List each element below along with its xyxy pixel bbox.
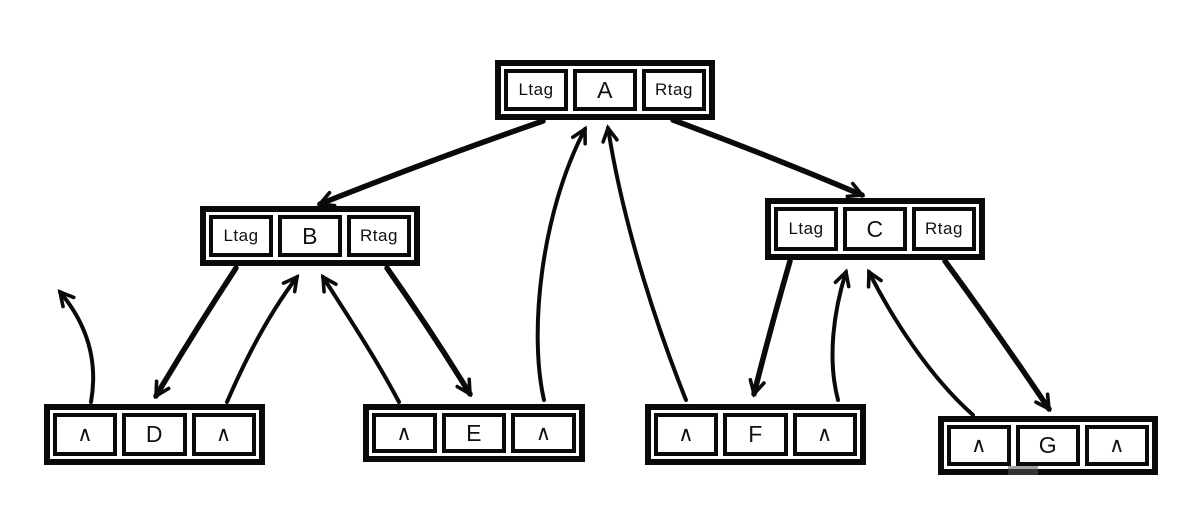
node-d-value-cell: D bbox=[122, 413, 187, 456]
tree-edge-c-f bbox=[748, 258, 793, 398]
node-a: Ltag A Rtag bbox=[495, 60, 715, 120]
node-g-left-cell: ∧ bbox=[947, 425, 1011, 466]
node-f-value-cell: F bbox=[723, 413, 788, 456]
thread-g-left-to-c bbox=[866, 268, 975, 417]
node-c-rtag-cell: Rtag bbox=[912, 207, 976, 251]
node-c-value-cell: C bbox=[843, 207, 907, 251]
node-b-value-cell: B bbox=[278, 215, 342, 257]
thread-d-left-null bbox=[57, 289, 96, 404]
node-c-ltag-cell: Ltag bbox=[774, 207, 838, 251]
thread-e-right-to-a bbox=[535, 125, 587, 402]
thread-f-left-to-a bbox=[601, 124, 688, 402]
tree-edge-a-b bbox=[316, 118, 546, 208]
tree-edge-b-d bbox=[153, 265, 239, 400]
thread-e-left-to-b bbox=[320, 273, 401, 404]
node-d-left-cell: ∧ bbox=[53, 413, 118, 456]
node-e: ∧ E ∧ bbox=[363, 404, 585, 462]
node-e-right-cell: ∧ bbox=[511, 413, 577, 453]
node-g-value-cell: G bbox=[1016, 425, 1080, 466]
node-g-right-cell: ∧ bbox=[1085, 425, 1149, 466]
node-d: ∧ D ∧ bbox=[44, 404, 265, 465]
node-f: ∧ F ∧ bbox=[645, 404, 866, 465]
thread-d-right-to-b bbox=[225, 273, 300, 404]
node-b-ltag-cell: Ltag bbox=[209, 215, 273, 257]
thread-f-right-to-c bbox=[830, 268, 851, 402]
node-d-right-cell: ∧ bbox=[191, 413, 256, 456]
node-e-left-cell: ∧ bbox=[372, 413, 437, 453]
node-e-value-cell: E bbox=[441, 413, 507, 453]
node-b-rtag-cell: Rtag bbox=[347, 215, 411, 257]
node-a-value-cell: A bbox=[573, 69, 637, 111]
tree-edge-b-e bbox=[384, 265, 473, 398]
smudge-mark bbox=[1008, 466, 1038, 475]
node-f-right-cell: ∧ bbox=[792, 413, 857, 456]
node-a-ltag-cell: Ltag bbox=[504, 69, 568, 111]
node-f-left-cell: ∧ bbox=[654, 413, 719, 456]
tree-edge-c-g bbox=[942, 258, 1052, 413]
node-a-rtag-cell: Rtag bbox=[642, 69, 706, 111]
node-c: Ltag C Rtag bbox=[765, 198, 985, 260]
tree-edge-a-c bbox=[670, 117, 866, 199]
node-g: ∧ G ∧ bbox=[938, 416, 1158, 475]
node-b: Ltag B Rtag bbox=[200, 206, 420, 266]
